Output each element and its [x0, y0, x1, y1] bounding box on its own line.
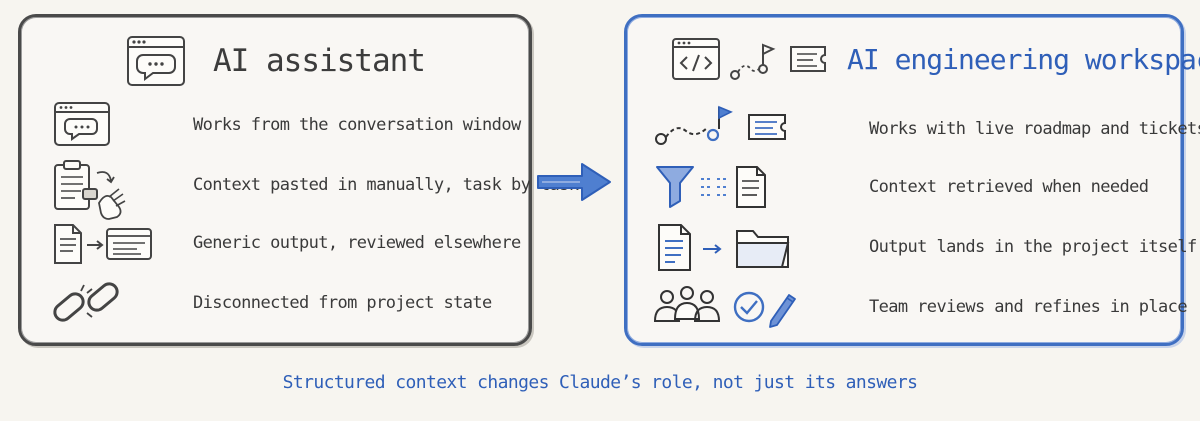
chat-window-icon: [125, 33, 189, 95]
workspace-title-icons: [671, 33, 841, 93]
right-row-label: Context retrieved when needed: [869, 177, 1149, 197]
ai-assistant-panel: AI assistant Works from the conversation…: [18, 14, 579, 346]
right-row-label: Team reviews and refines in place: [869, 297, 1188, 317]
right-row-label: Works with live roadmap and tickets: [869, 119, 1200, 139]
ticket-icon: [790, 46, 826, 72]
roadmap-icon: [730, 43, 776, 80]
left-row-label: Disconnected from project state: [193, 293, 492, 313]
right-row-label: Output lands in the project itself: [869, 237, 1197, 257]
left-panel-title: AI assistant: [213, 43, 426, 79]
document-to-window-icon: [51, 217, 161, 273]
left-row-label: Works from the conversation window: [193, 115, 521, 135]
document-to-folder-icon: [653, 221, 803, 277]
right-panel-title: AI engineering workspace: [847, 43, 1200, 76]
clipboard-hand-icon: [51, 159, 151, 227]
ai-engineering-workspace-panel: AI engineering workspace Works with live…: [624, 14, 1200, 346]
broken-chain-icon: [51, 277, 131, 333]
code-window-icon: [672, 38, 720, 80]
left-row-label: Generic output, reviewed elsewhere: [193, 233, 521, 253]
transition-arrow-icon: [536, 160, 616, 208]
chat-window-icon: [51, 99, 115, 155]
team-check-pencil-icon: [653, 281, 803, 337]
left-row-label: Context pasted in manually, task by task: [193, 175, 579, 195]
roadmap-ticket-icon: [653, 103, 793, 157]
footer-caption: Structured context changes Claude’s role…: [282, 372, 918, 393]
funnel-document-icon: [653, 161, 793, 215]
